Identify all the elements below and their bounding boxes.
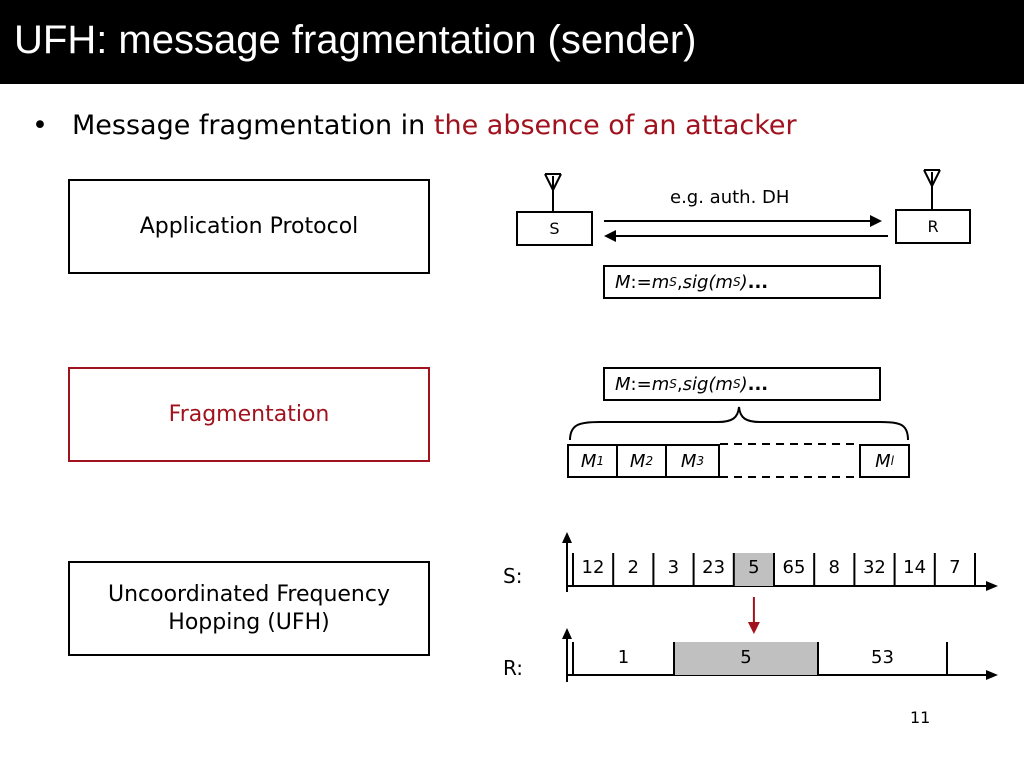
sender-channel-label: 14 — [903, 557, 927, 578]
sender-channel-label: 12 — [581, 557, 605, 578]
layer-ufh: Uncoordinated Frequency Hopping (UFH) — [68, 561, 430, 656]
sender-channel-label: 8 — [828, 557, 840, 578]
receiver-node: R — [895, 209, 971, 244]
title-bar — [0, 0, 1024, 84]
sender-channel-label: 2 — [627, 557, 639, 578]
layer-label: Fragmentation — [168, 401, 330, 427]
highlight-slot — [674, 642, 818, 675]
bullet-text: Message fragmentation in — [72, 110, 434, 141]
antenna-icon — [544, 173, 562, 211]
receiver-axis-label: R: — [503, 656, 524, 680]
bullet-highlight: the absence of an attacker — [433, 110, 797, 141]
layer-application-protocol: Application Protocol — [68, 179, 430, 274]
sender-channel-label: 32 — [862, 557, 886, 578]
antenna-icon — [923, 169, 941, 209]
layer-label: Application Protocol — [139, 213, 359, 239]
bullet-point: • Message fragmentation in the absence of… — [32, 110, 797, 141]
sender-channel-label: 23 — [702, 557, 726, 578]
sender-channel-label: 65 — [782, 557, 806, 578]
slide-title: UFH: message fragmentation (sender) — [14, 18, 697, 62]
layer-label: Uncoordinated Frequency Hopping (UFH) — [108, 581, 390, 635]
down-arrow-icon — [747, 597, 760, 634]
fragment-gap — [720, 443, 860, 478]
exchange-label: e.g. auth. DH — [670, 187, 790, 208]
receiver-channel-label: 5 — [740, 647, 752, 668]
sender-slots — [572, 553, 976, 586]
sender-channel-label: 7 — [949, 557, 961, 578]
layer-fragmentation: Fragmentation — [68, 367, 430, 462]
sender-timeline-axes — [562, 532, 998, 592]
sender-node: S — [516, 211, 593, 246]
receiver-slots — [572, 642, 948, 675]
receiver-channel-label: 1 — [617, 647, 630, 668]
sender-channel-label: 5 — [748, 557, 760, 578]
bullet-icon: • — [32, 110, 48, 141]
sender-channel-label: 3 — [667, 557, 680, 578]
brace — [569, 406, 909, 441]
exchange-arrows — [604, 215, 888, 242]
highlight-slot — [733, 553, 774, 586]
page-number: 11 — [910, 708, 931, 727]
sender-axis-label: S: — [503, 564, 523, 588]
receiver-channel-label: 53 — [871, 647, 894, 668]
